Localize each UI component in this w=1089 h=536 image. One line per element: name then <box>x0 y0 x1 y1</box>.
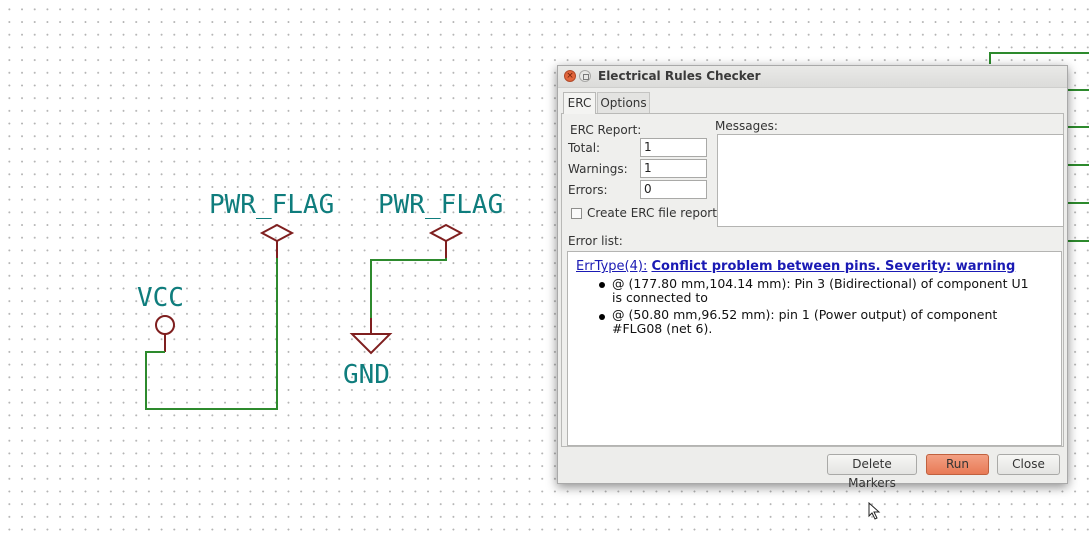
pwr-flag-symbol-2[interactable] <box>428 223 464 258</box>
gnd-symbol[interactable] <box>349 318 393 355</box>
wire-vcc-pwrflag[interactable] <box>145 258 278 410</box>
tab-erc[interactable]: ERC <box>563 92 596 114</box>
window-close-icon[interactable]: × <box>564 70 576 82</box>
create-report-label[interactable]: Create ERC file report <box>587 206 717 220</box>
error-title: Conflict problem between pins. Severity:… <box>651 259 1016 274</box>
close-button[interactable]: Close <box>997 454 1060 475</box>
partial-schematic-right <box>989 52 1089 242</box>
error-list-label: Error list: <box>568 234 623 248</box>
window-maximize-icon[interactable] <box>579 70 591 82</box>
error-entry-heading[interactable]: ErrType(4): Conflict problem between pin… <box>576 259 1015 274</box>
bullet-icon <box>599 314 605 320</box>
total-field[interactable]: 1 <box>640 138 707 157</box>
error-item-2: @ (50.80 mm,96.52 mm): pin 1 (Power outp… <box>612 307 998 336</box>
erc-tab-panel: ERC Report: Total: 1 Warnings: 1 Errors:… <box>561 113 1064 447</box>
bullet-icon <box>599 282 605 288</box>
messages-label: Messages: <box>715 119 778 133</box>
dialog-title: Electrical Rules Checker <box>598 69 761 83</box>
tab-options[interactable]: Options <box>597 92 650 114</box>
pwr-flag-label-1: PWR_FLAG <box>209 190 334 220</box>
dialog-titlebar[interactable]: × Electrical Rules Checker <box>558 66 1067 88</box>
create-report-checkbox[interactable] <box>571 208 582 219</box>
wire-gnd-pwrflag[interactable] <box>370 258 447 318</box>
warnings-label: Warnings: <box>568 162 628 176</box>
error-list-box[interactable]: ErrType(4): Conflict problem between pin… <box>567 251 1062 446</box>
errors-label: Errors: <box>568 183 608 197</box>
erc-report-heading: ERC Report: <box>570 123 642 137</box>
messages-textbox[interactable] <box>717 134 1064 227</box>
pwr-flag-symbol-1[interactable] <box>259 223 295 258</box>
warnings-field[interactable]: 1 <box>640 159 707 178</box>
error-item-1: @ (177.80 mm,104.14 mm): Pin 3 (Bidirect… <box>612 276 1029 305</box>
error-type-link[interactable]: ErrType(4): <box>576 259 648 274</box>
total-label: Total: <box>568 141 601 155</box>
errors-field[interactable]: 0 <box>640 180 707 199</box>
vcc-label: VCC <box>137 283 184 313</box>
pwr-flag-label-2: PWR_FLAG <box>378 190 503 220</box>
delete-markers-button[interactable]: Delete Markers <box>827 454 917 490</box>
erc-dialog: × Electrical Rules Checker ERC Options E… <box>557 65 1068 490</box>
vcc-symbol[interactable] <box>155 315 175 352</box>
run-button[interactable]: Run <box>926 454 989 475</box>
gnd-label: GND <box>343 360 390 390</box>
mouse-cursor-icon <box>868 502 881 520</box>
